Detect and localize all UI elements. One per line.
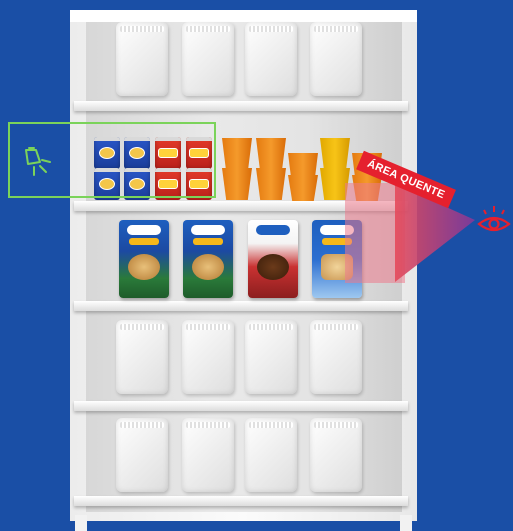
product-cup-orange <box>256 168 286 200</box>
lamp-icon <box>20 142 56 178</box>
product-biscuit-pack <box>119 220 169 298</box>
generic-bag <box>182 22 234 96</box>
product-cup-orange <box>222 138 252 172</box>
generic-bag <box>116 22 168 96</box>
product-biscuit-pack <box>183 220 233 298</box>
generic-bag <box>245 320 297 394</box>
shelf-leg-left <box>75 515 87 531</box>
shelf-plank-5 <box>74 496 408 506</box>
generic-bag <box>310 22 362 96</box>
shelf-unit-top <box>70 10 417 22</box>
product-cup-orange <box>222 168 252 200</box>
generic-bag <box>310 418 362 492</box>
generic-bag <box>182 418 234 492</box>
generic-bag <box>116 320 168 394</box>
product-biscuit-pack-chocolate <box>248 220 298 298</box>
product-cup-orange <box>288 175 318 201</box>
shelf-plank-3 <box>74 301 408 311</box>
eye-icon <box>476 204 512 236</box>
generic-bag <box>245 22 297 96</box>
generic-bag <box>310 320 362 394</box>
shelf-plank-4 <box>74 401 408 411</box>
product-cup-yellow <box>320 138 350 172</box>
shelf-leg-right <box>400 515 412 531</box>
generic-bag <box>116 418 168 492</box>
shelf-plank-1 <box>74 101 408 111</box>
generic-bag <box>182 320 234 394</box>
generic-bag <box>245 418 297 492</box>
product-cup-orange <box>256 138 286 172</box>
